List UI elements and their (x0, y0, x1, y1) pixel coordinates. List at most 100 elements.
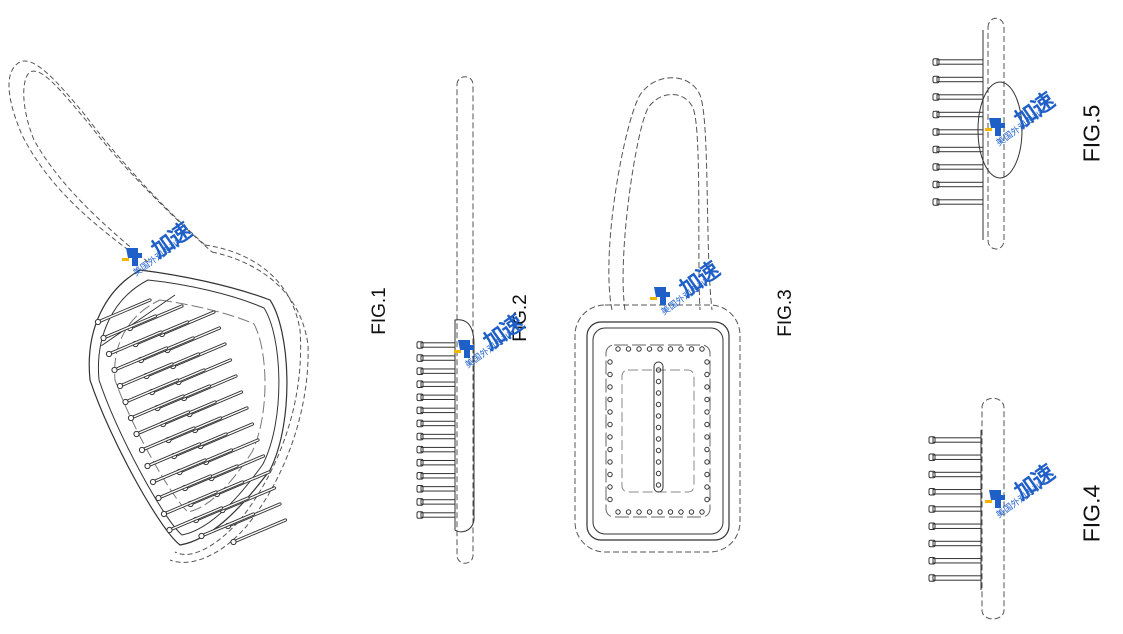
watermark-plane-icon (985, 118, 1005, 136)
bristle (416, 445, 456, 454)
bristle (416, 458, 456, 467)
bristle (149, 458, 207, 486)
fig3-center-strip (653, 361, 664, 493)
bristle-dot (655, 447, 662, 454)
bristle-dot (699, 509, 705, 515)
bristle-dot (607, 484, 613, 490)
fig1-handle-outline (8, 60, 206, 256)
bristle-dot (704, 446, 710, 453)
bristle-dot (607, 446, 613, 453)
bristle (932, 180, 984, 189)
bristle-dot (636, 346, 642, 352)
fig5-handle-outline (987, 17, 1005, 250)
bristle (928, 470, 982, 479)
bristle-dot (636, 509, 642, 515)
bristle-dot (607, 396, 613, 403)
bristle (416, 354, 456, 362)
fig2-drawing (454, 76, 475, 564)
bristle (932, 128, 984, 136)
fig4-label: FIG.4 (1078, 484, 1105, 543)
bristle (416, 380, 456, 389)
bristle-dot (655, 378, 662, 385)
bristle (416, 432, 456, 441)
bristle (160, 490, 218, 518)
fig2-bristles (416, 341, 456, 519)
bristle-dot (704, 359, 710, 365)
bristle (416, 406, 456, 415)
bristle-dot (667, 346, 674, 352)
bristle-dot (607, 471, 613, 478)
fig4-bristles (928, 436, 982, 582)
bristle-dot (655, 459, 662, 465)
fig3-bristle-dots (607, 346, 710, 515)
watermark-logo: 加速 美国外观专利 (120, 218, 200, 308)
bristle (416, 419, 456, 428)
bristle (138, 426, 196, 454)
bristle (166, 506, 224, 534)
watermark-logo: 加速 美国外观专利 (983, 460, 1063, 550)
bristle-dot (607, 496, 613, 503)
bristle-dot (607, 359, 613, 365)
bristle-dot (646, 346, 653, 352)
fig2-handle-outline (456, 76, 474, 564)
fig1-bristle-field (94, 298, 288, 546)
bristle (932, 75, 984, 84)
bristle (116, 362, 174, 390)
bristle-dot (667, 509, 674, 515)
bristle (100, 314, 158, 342)
fig3-outer-dashed (574, 304, 741, 553)
fig3-handle-outline (608, 77, 713, 311)
bristle-dot (615, 346, 621, 352)
watermark-logo: 加速 美国外观专利 (648, 257, 728, 347)
bristle-dot (607, 371, 613, 378)
bristle-dot (688, 346, 695, 352)
bristle (416, 498, 456, 506)
fig3-label: FIG.3 (774, 289, 796, 337)
bristle (928, 539, 982, 548)
bristle-dot (678, 509, 684, 515)
bristle (198, 512, 256, 540)
bristle-dot (699, 346, 705, 352)
bristle-dot (655, 424, 662, 431)
bristle-dot (704, 496, 710, 503)
bristle-dot (704, 434, 710, 440)
bristle (416, 471, 456, 480)
bristle-dot (655, 482, 662, 488)
fig3-brush-body (586, 321, 730, 541)
bristle (133, 410, 191, 438)
bristle (122, 378, 180, 406)
fig5-label: FIG.5 (1078, 104, 1105, 163)
fig1-brush-body (88, 269, 288, 546)
bristle (928, 436, 982, 444)
watermark-plane-icon (650, 287, 670, 305)
watermark-plane-icon (985, 490, 1005, 508)
bristle-dot (678, 346, 684, 352)
bristle-dot (607, 409, 613, 415)
bristle (94, 298, 152, 326)
bristle-dot (615, 509, 621, 515)
bristle (928, 487, 982, 496)
bristle-dot (646, 509, 653, 515)
bristle (416, 485, 456, 493)
bristle-dot (607, 434, 613, 440)
bristle-dot (655, 390, 662, 396)
bristle (416, 511, 456, 519)
bristle-dot (657, 346, 663, 352)
bristle (932, 58, 984, 66)
bristle-dot (704, 409, 710, 415)
bristle-dot (625, 346, 632, 352)
bristle-dot (688, 509, 695, 515)
fig2-head (454, 319, 475, 533)
watermark-plane-icon (122, 248, 142, 266)
bristle (230, 518, 288, 546)
bristle-dot (704, 384, 710, 390)
bristle-dot (704, 471, 710, 478)
bristle-dot (655, 470, 662, 477)
bristle (932, 110, 984, 119)
bristle (932, 145, 984, 154)
bristle-dot (657, 509, 663, 515)
bristle-dot (655, 401, 662, 408)
bristle (105, 330, 163, 358)
bristle (416, 393, 456, 402)
watermark-logo: 加速 美国外观专利 (983, 88, 1063, 178)
